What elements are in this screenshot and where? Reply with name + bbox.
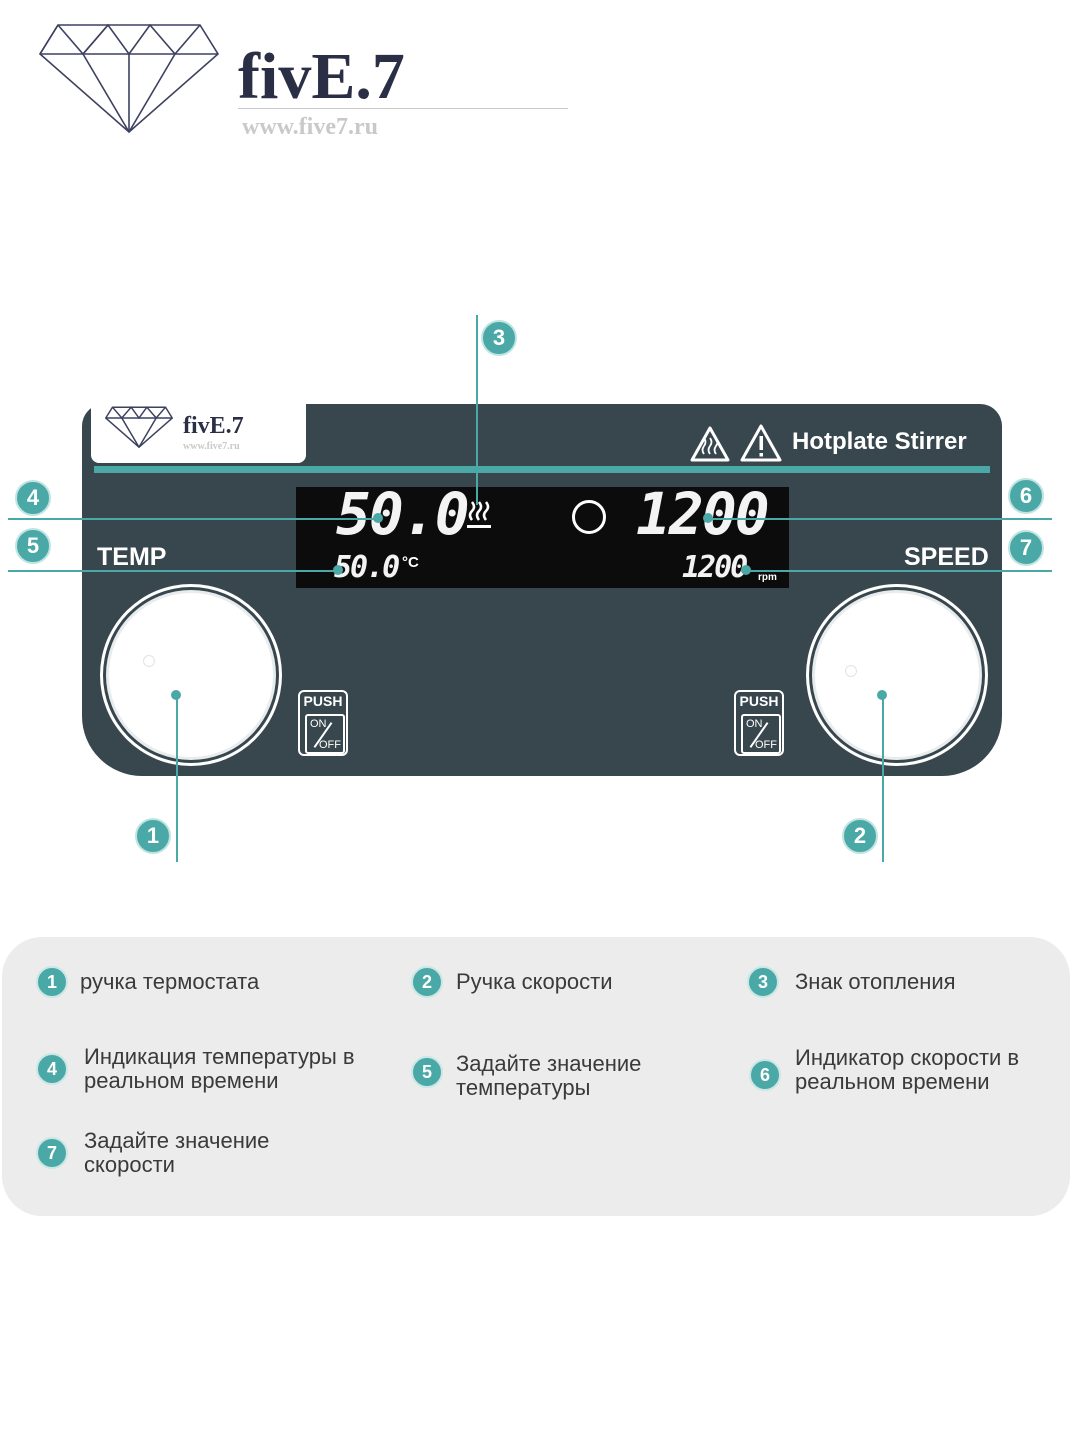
legend-num-6: 6: [749, 1059, 781, 1091]
knob-marker: [845, 665, 857, 677]
callout-dot-1: [171, 690, 181, 700]
legend-num-2: 2: [411, 966, 443, 998]
onoff-box: ON OFF: [741, 714, 781, 754]
speed-unit: rpm: [758, 572, 777, 583]
legend-num-4: 4: [36, 1053, 68, 1085]
legend-num-3: 3: [747, 966, 779, 998]
callout-badge-1: 1: [135, 818, 171, 854]
callout-line-5: [8, 570, 340, 572]
callout-badge-2: 2: [842, 818, 878, 854]
callout-badge-5: 5: [15, 528, 51, 564]
push-label: PUSH: [300, 692, 346, 710]
legend-text-7: Задайте значение скорости: [84, 1129, 344, 1177]
panel-brand: fivE.7: [183, 413, 244, 440]
knob-marker: [143, 655, 155, 667]
legend-text-1: ручка термостата: [80, 970, 380, 994]
speed-actual-readout: 1200: [636, 480, 768, 548]
callout-line-2: [882, 694, 884, 862]
temp-push-onoff-button[interactable]: PUSH ON OFF: [298, 690, 348, 756]
callout-line-1: [176, 694, 178, 862]
callout-line-4: [8, 518, 380, 520]
callout-dot-7: [741, 565, 751, 575]
panel-title: Hotplate Stirrer: [792, 428, 967, 456]
legend-num-5: 5: [411, 1056, 443, 1088]
legend-text-5: Задайте значение температуры: [456, 1052, 696, 1100]
callout-line-6: [708, 518, 1052, 520]
legend-text-4: Индикация температуры в реальном времени: [84, 1045, 394, 1093]
speed-set-readout: 1200: [682, 550, 746, 585]
push-label: PUSH: [736, 692, 782, 710]
brand-name: fivE.7: [238, 44, 405, 110]
callout-dot-2: [877, 690, 887, 700]
legend-text-2: Ручка скорости: [456, 970, 736, 994]
off-label: OFF: [319, 739, 341, 751]
diamond-logo-icon: [38, 22, 220, 134]
callout-badge-6: 6: [1008, 478, 1044, 514]
legend-num-7: 7: [36, 1137, 68, 1169]
callout-dot-5: [333, 565, 343, 575]
temperature-knob[interactable]: [106, 590, 276, 760]
legend-num-1: 1: [36, 966, 68, 998]
callout-badge-3: 3: [481, 320, 517, 356]
temp-label: TEMP: [97, 543, 166, 572]
temp-unit: °C: [402, 554, 419, 571]
legend-text-6: Индикатор скорости в реальном времени: [795, 1046, 1055, 1094]
callout-dot-6: [703, 513, 713, 523]
accent-strip: [94, 466, 990, 473]
heating-icon: [464, 500, 494, 532]
callout-line-7: [746, 570, 1052, 572]
on-label: ON: [310, 718, 327, 730]
legend-text-3: Знак отопления: [795, 970, 1055, 994]
callout-dot-4: [373, 513, 383, 523]
speed-knob[interactable]: [812, 590, 982, 760]
stirring-circle-icon: [572, 500, 606, 534]
panel-diamond-icon: [105, 406, 173, 448]
panel-brand-url: www.five7.ru: [183, 441, 240, 452]
off-label: OFF: [755, 739, 777, 751]
callout-badge-4: 4: [15, 480, 51, 516]
brand-url: www.five7.ru: [242, 114, 378, 141]
onoff-box: ON OFF: [305, 714, 345, 754]
callout-badge-7: 7: [1008, 530, 1044, 566]
callout-line-3: [476, 315, 478, 505]
heat-warning-icon: [690, 426, 730, 462]
speed-push-onoff-button[interactable]: PUSH ON OFF: [734, 690, 784, 756]
caution-icon: [740, 424, 782, 462]
on-label: ON: [746, 718, 763, 730]
temp-actual-readout: 50.0: [336, 480, 468, 548]
header-logo: fivE.7 www.five7.ru: [38, 22, 578, 142]
temp-set-readout: 50.0: [334, 550, 398, 585]
panel-logo: fivE.7 www.five7.ru: [91, 403, 306, 463]
logo-divider: [238, 108, 568, 109]
speed-label: SPEED: [904, 543, 989, 572]
